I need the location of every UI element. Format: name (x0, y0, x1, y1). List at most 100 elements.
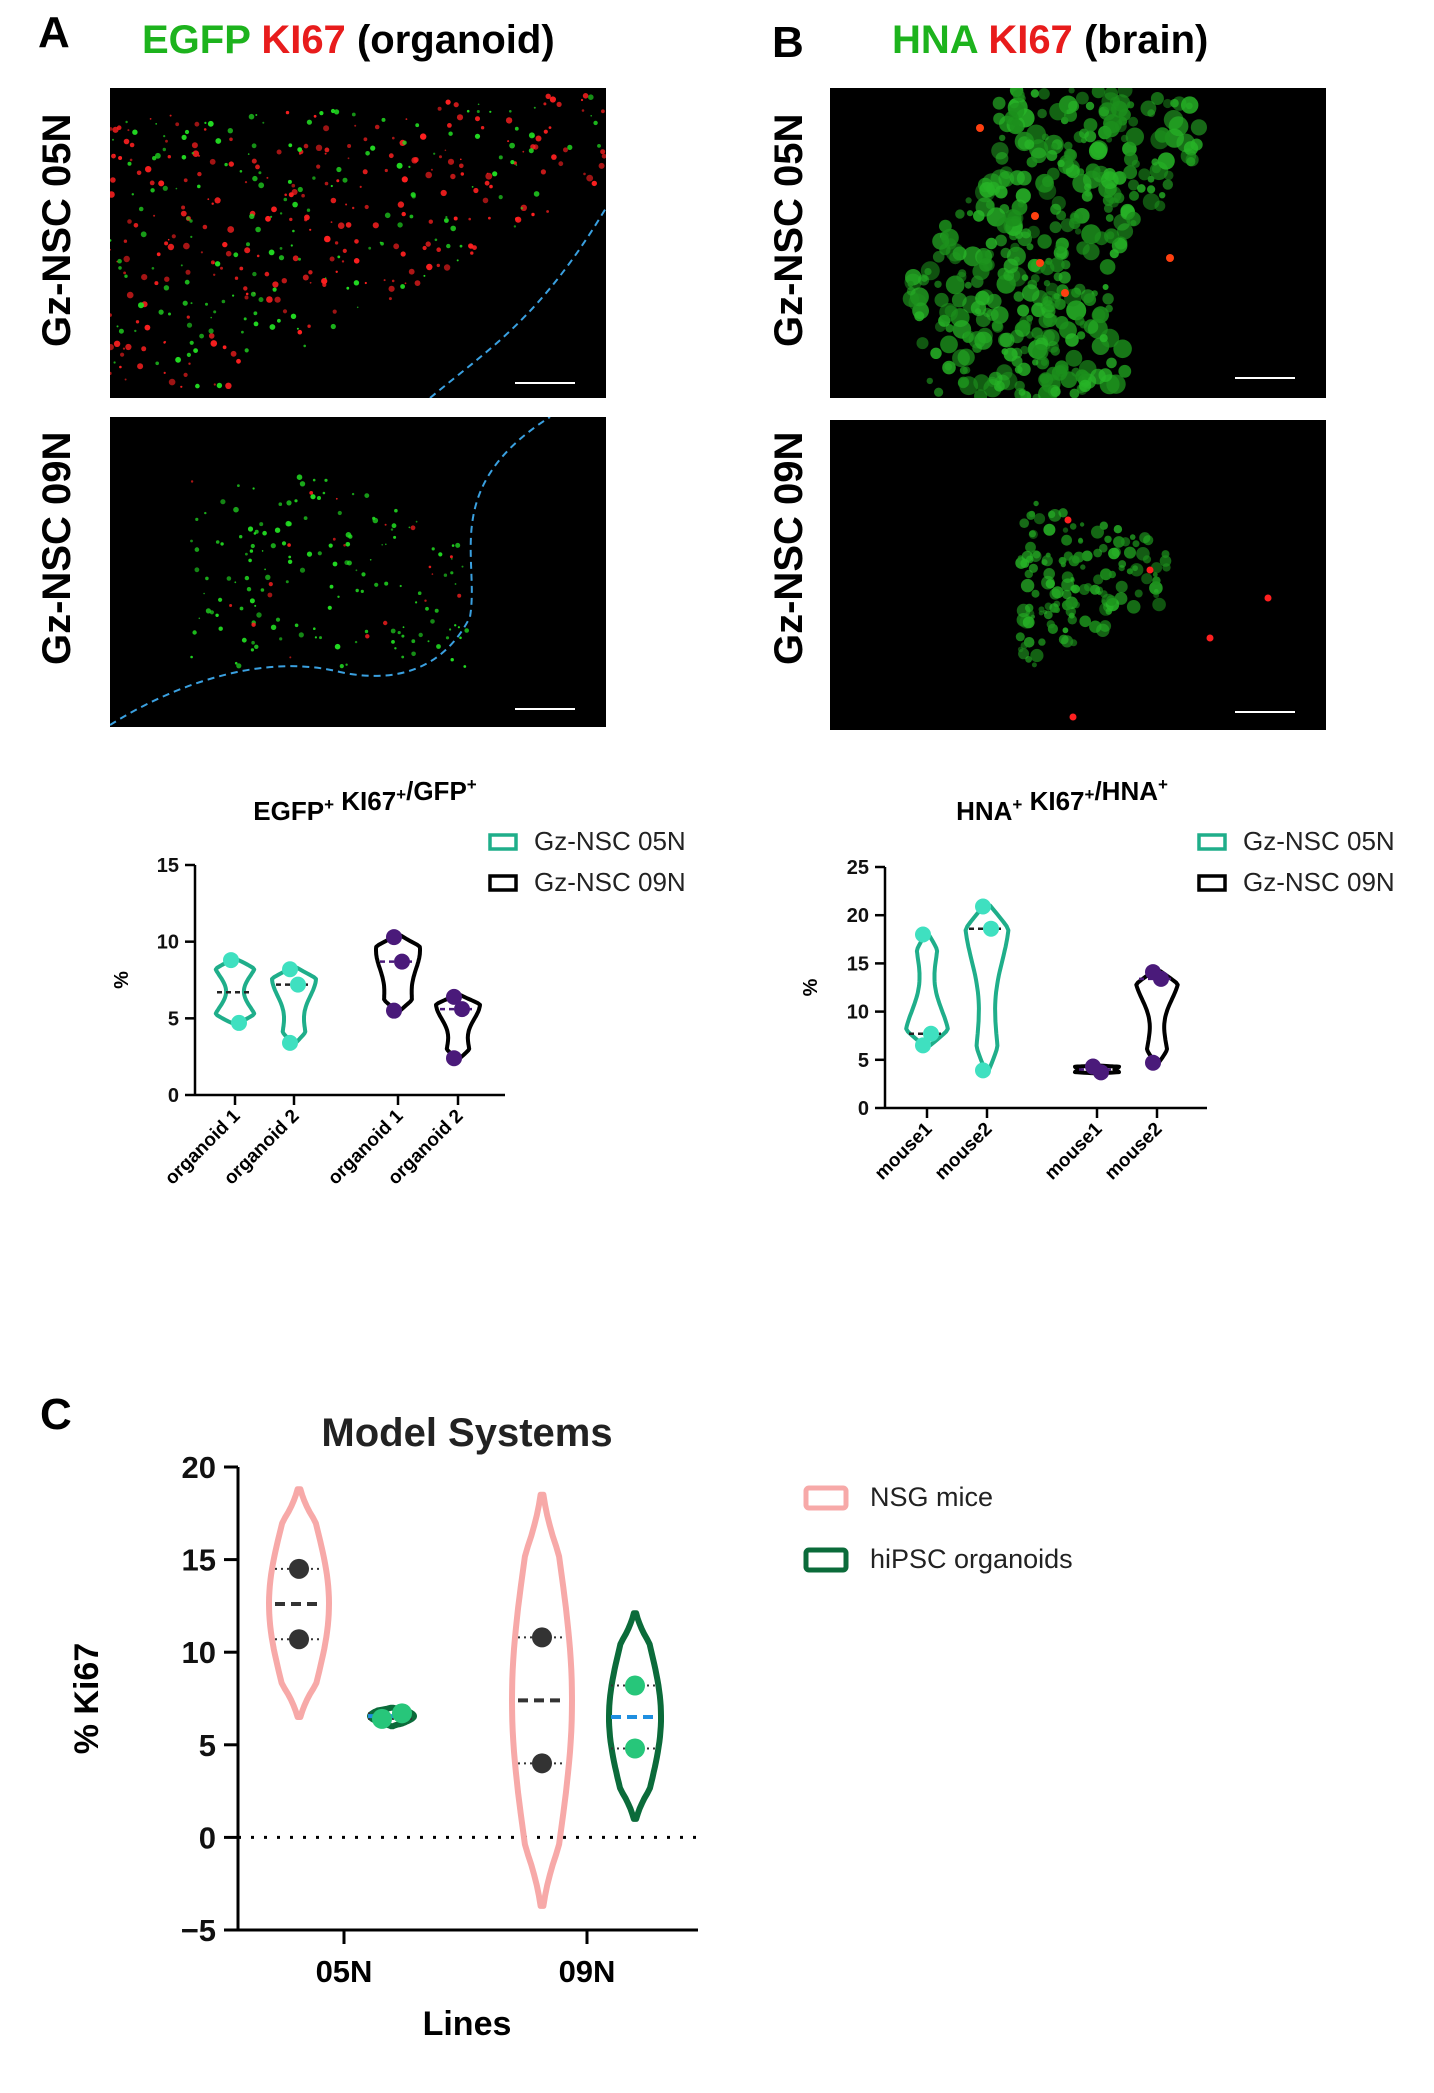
ki67-speck (145, 166, 152, 173)
egfp-speck (471, 186, 474, 188)
egfp-speck (454, 583, 457, 585)
hna-blob (1068, 88, 1075, 94)
egfp-speck (259, 522, 264, 527)
egfp-speck (233, 252, 239, 258)
egfp-speck (450, 558, 453, 560)
egfp-speck (132, 129, 138, 135)
hna-blob (1062, 627, 1069, 634)
hna-blob (1039, 373, 1050, 384)
egfp-speck (324, 277, 327, 279)
hna-blob (1032, 393, 1041, 398)
egfp-speck (220, 542, 224, 546)
hna-blob (1149, 581, 1163, 595)
egfp-speck (438, 552, 443, 557)
hna-blob (1159, 192, 1166, 199)
egfp-speck (303, 516, 308, 520)
egfp-speck (351, 112, 356, 117)
hna-blob (1033, 500, 1039, 507)
egfp-speck (214, 261, 221, 267)
egfp-speck (492, 171, 498, 177)
egfp-speck (448, 131, 453, 136)
y-tick-label: 20 (847, 905, 869, 927)
ki67-speck (414, 280, 421, 286)
hna-blob (1070, 639, 1078, 647)
hna-blob (1012, 118, 1021, 127)
x-tick-label: mouse2 (1101, 1119, 1167, 1185)
hna-blob (1073, 551, 1085, 563)
ki67-speck (209, 158, 216, 165)
ki67-speck (480, 126, 485, 130)
hna-blob (1084, 583, 1093, 592)
ki67-speck (141, 346, 147, 352)
hna-blob (1127, 101, 1135, 109)
ki67-speck (601, 109, 605, 114)
hna-blob (1091, 525, 1104, 539)
ki67-speck (167, 238, 170, 241)
data-point (282, 1034, 298, 1051)
egfp-speck (189, 219, 193, 223)
hna-blob (1033, 513, 1046, 525)
hna-blob (1043, 280, 1051, 287)
ki67-speck (236, 358, 241, 364)
hna-blob (1028, 529, 1038, 539)
egfp-speck (192, 630, 197, 635)
hna-blob (1185, 153, 1199, 167)
egfp-speck (451, 544, 455, 547)
egfp-speck (195, 383, 200, 389)
egfp-speck (296, 327, 299, 330)
micrograph-b-09n (830, 420, 1326, 730)
egfp-speck (401, 634, 405, 638)
hna-blob (1018, 389, 1026, 396)
ki67-speck (598, 162, 605, 169)
egfp-speck (274, 527, 281, 533)
hna-blob (1020, 345, 1029, 355)
egfp-speck (134, 329, 137, 333)
egfp-speck (186, 216, 190, 221)
hna-blob (1013, 291, 1024, 302)
hna-blob (1140, 100, 1157, 117)
hna-blob (1031, 662, 1037, 668)
egfp-speck (203, 592, 205, 595)
ki67-speck (392, 136, 395, 140)
ki67-speck (245, 292, 249, 296)
panel-letter-b: B (772, 18, 804, 67)
egfp-speck (258, 297, 264, 303)
ki67-speck (225, 382, 232, 389)
egfp-speck (593, 120, 598, 126)
ki67-speck (123, 239, 128, 243)
ki67-speck (420, 133, 427, 140)
egfp-speck (288, 143, 293, 148)
ki67-speck (488, 216, 491, 220)
ki67-speck (167, 243, 175, 251)
ki67-speck (169, 114, 172, 117)
ki67-speck (282, 309, 288, 314)
ki67-speck (255, 164, 260, 170)
x-tick-label: 05N (316, 1954, 373, 1989)
y-axis-label: % (800, 978, 822, 996)
egfp-speck (390, 528, 394, 531)
hna-blob (1015, 188, 1031, 204)
hna-blob (1152, 597, 1166, 612)
hna-blob (1081, 550, 1093, 562)
egfp-speck (443, 573, 448, 577)
hna-blob (1063, 141, 1073, 151)
ki67-speck (222, 345, 227, 350)
ki67-speck (171, 234, 176, 239)
ki67-speck (304, 218, 308, 222)
hna-blob (945, 324, 954, 333)
egfp-speck (250, 648, 254, 652)
hna-blob (1016, 320, 1031, 334)
ki67-speck (391, 279, 395, 283)
panel-b-title: HNA KI67 (brain) (892, 18, 1208, 63)
egfp-speck (313, 627, 316, 630)
egfp-speck (397, 631, 401, 635)
egfp-speck (312, 478, 316, 482)
egfp-speck (345, 542, 351, 547)
egfp-speck (430, 619, 435, 624)
hna-blob (1138, 168, 1151, 181)
ki67-speck (439, 155, 442, 159)
hna-blob (1147, 185, 1156, 194)
hna-blob (914, 311, 925, 322)
egfp-speck (433, 152, 436, 155)
